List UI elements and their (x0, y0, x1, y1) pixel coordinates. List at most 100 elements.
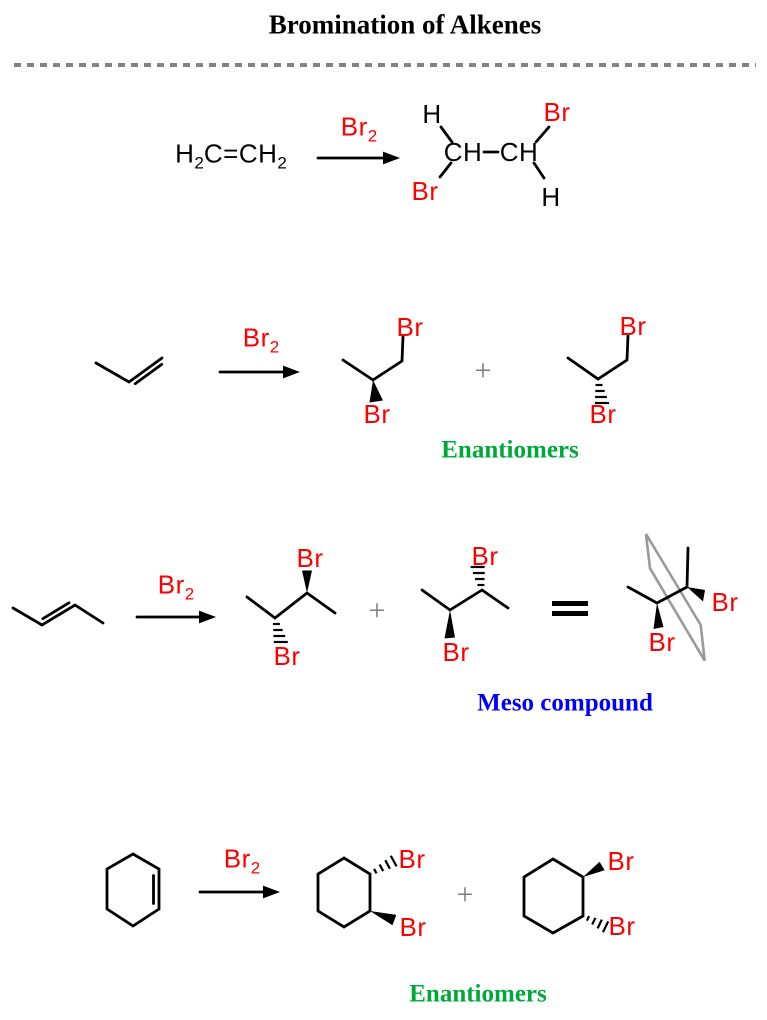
solid-wedge-bond (583, 861, 605, 877)
atom-label-br: Br (471, 541, 499, 571)
hashed-wedge-bond (373, 855, 398, 874)
dibromocyclohexane-right (522, 857, 610, 935)
reagent-br2-label: Br2 (243, 324, 279, 355)
bond-c-br (438, 161, 453, 179)
arrow-head (383, 151, 400, 165)
bond-chain (566, 334, 630, 381)
hash-dash (389, 855, 398, 867)
hashed-wedge-bond (595, 383, 609, 405)
bond-chain (11, 603, 105, 627)
formula-part: C=CH (203, 138, 278, 169)
dibromobutane-right (420, 565, 510, 639)
equivalence-sign (552, 601, 588, 616)
bond-chain (626, 546, 690, 605)
meso-structure (626, 533, 706, 662)
reaction-arrow (316, 151, 400, 165)
atom-label-br: Br (398, 844, 426, 874)
atom-label-br: Br (399, 912, 427, 942)
propene-skeleton (94, 356, 164, 386)
atom-label-br: Br (608, 911, 636, 941)
butene-skeleton (11, 601, 105, 627)
dibromopropane-right (566, 334, 630, 405)
caption-enantiomers: Enantiomers (441, 436, 579, 464)
reagent-subscript: 2 (367, 126, 378, 146)
hash-dash (602, 920, 610, 933)
ring-bonds (105, 852, 161, 928)
bond-chain (420, 588, 510, 612)
reaction-arrow (198, 885, 280, 899)
reagent-br2-label: Br2 (158, 571, 194, 602)
atom-label-br: Br (648, 627, 676, 657)
reagent-base: Br (242, 322, 270, 353)
bond-chain (341, 335, 405, 382)
hashed-wedge-bond (272, 622, 288, 644)
plus-sign: + (368, 594, 386, 627)
reaction-arrow (135, 610, 216, 624)
reaction1-scheme (316, 125, 551, 180)
reagent-base: Br (157, 569, 185, 600)
atom-label-br: Br (607, 846, 635, 876)
arrow-head (283, 365, 300, 379)
bond-h-c (439, 125, 454, 144)
dashed-divider (14, 63, 756, 67)
bond-c-br (534, 125, 551, 144)
solid-wedge-bond (302, 570, 312, 593)
dibromoethane-bonds (438, 125, 551, 180)
bond-chain (94, 356, 164, 384)
dibromobutane-left (245, 570, 337, 644)
reaction2-scheme (94, 334, 630, 405)
hash-dash (596, 919, 603, 929)
reaction3-scheme (11, 533, 706, 662)
plus-sign: + (456, 878, 474, 911)
reagent-br2-label: Br2 (224, 845, 260, 876)
atom-label-ch: CH (499, 137, 539, 167)
atom-label-br: Br (619, 311, 647, 341)
ring-bonds (316, 856, 372, 929)
atom-label-h: H (541, 182, 561, 212)
hash-dash (585, 915, 591, 922)
atom-label-br: Br (396, 312, 424, 342)
reaction4-scheme (105, 852, 610, 935)
formula-subscript: 2 (194, 153, 204, 173)
atom-label-br: Br (589, 399, 617, 429)
reaction-arrow (218, 365, 300, 379)
reagent-base: Br (340, 111, 368, 142)
reagent-subscript: 2 (250, 858, 261, 878)
ring-bonds (522, 857, 585, 935)
atom-label-br: Br (363, 399, 391, 429)
solid-wedge-bond (687, 587, 705, 602)
mirror-plane (644, 533, 706, 662)
atom-label-br: Br (442, 637, 470, 667)
atom-label-br: Br (543, 97, 571, 127)
atom-label-br: Br (711, 587, 739, 617)
hash-dash (384, 859, 391, 870)
caption-enantiomers: Enantiomers (409, 980, 547, 1008)
hashed-wedge-bond (470, 565, 485, 587)
solid-wedge-bond (369, 380, 383, 403)
hash-dash (373, 868, 378, 874)
bond-c-h (532, 161, 546, 180)
double-bond-line (133, 362, 164, 386)
atom-label-ch: CH (443, 137, 483, 167)
reagent-base: Br (223, 843, 251, 874)
hash-dash (591, 917, 597, 925)
atom-label-br: Br (411, 176, 439, 206)
solid-wedge-bond (653, 603, 664, 629)
page-title: Bromination of Alkenes (268, 9, 542, 40)
formula-subscript: 2 (277, 153, 287, 173)
caption-meso-compound: Meso compound (477, 689, 653, 717)
atom-label-h: H (422, 99, 442, 129)
hash-dash (378, 863, 385, 872)
plus-sign: + (474, 354, 492, 387)
hashed-wedge-bond (585, 915, 610, 933)
atom-label-br: Br (296, 543, 324, 573)
bond-chain (245, 591, 337, 620)
dibromopropane-left (341, 335, 405, 403)
arrow-head (199, 610, 216, 624)
reagent-subscript: 2 (184, 584, 195, 604)
formula-part: H (175, 138, 195, 169)
double-bond-line (41, 601, 71, 621)
solid-wedge-bond (444, 610, 455, 639)
